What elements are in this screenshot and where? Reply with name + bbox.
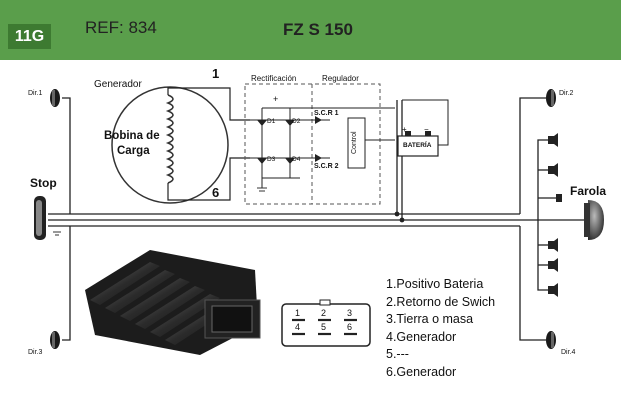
turn-signal-icon bbox=[546, 89, 556, 107]
stop-label: Stop bbox=[30, 176, 57, 190]
wire-number-1: 1 bbox=[212, 66, 220, 81]
rectification-label: Rectificación bbox=[251, 74, 297, 83]
regulator-label: Regulador bbox=[322, 74, 359, 83]
dir3-label: Dir.3 bbox=[28, 349, 43, 356]
plus-sign: + bbox=[273, 94, 279, 104]
connector-diagram bbox=[281, 299, 371, 347]
ground-icon bbox=[53, 187, 267, 236]
diode-d4-label: D4 bbox=[292, 156, 301, 163]
pin-item-3: 3.Tierra o masa bbox=[386, 312, 474, 326]
turn-signal-icon bbox=[50, 89, 60, 107]
scr1-label: S.C.R 1 bbox=[314, 110, 339, 117]
battery-label: BATERÍA bbox=[403, 142, 432, 149]
pin-item-4: 4.Generador bbox=[386, 329, 457, 344]
scr2-label: S.C.R 2 bbox=[314, 163, 339, 170]
control-label: Control bbox=[351, 131, 358, 154]
battery-minus-sign: − bbox=[424, 125, 429, 134]
control-block bbox=[347, 117, 366, 169]
generator bbox=[111, 86, 250, 204]
connector-pin-6: 6 bbox=[347, 322, 353, 332]
dir1-label: Dir.1 bbox=[28, 90, 43, 97]
regulator-unit-image bbox=[85, 250, 261, 355]
diode-d3-label: D3 bbox=[267, 156, 276, 163]
page-tag-badge: 11G bbox=[8, 24, 51, 49]
coil-label-line1: Bobina de bbox=[104, 130, 160, 142]
regulator-box bbox=[244, 83, 395, 205]
reference-number: REF: 834 bbox=[85, 18, 157, 37]
dir2-label: Dir.2 bbox=[559, 90, 574, 97]
battery-icon bbox=[397, 99, 449, 157]
turn-signal-icon bbox=[546, 331, 556, 349]
dash-bulb-icons bbox=[548, 133, 562, 297]
connector-pin-1: 1 bbox=[295, 308, 301, 318]
pin-function-list: 1.Positivo Bateria 2.Retorno de Swich 3.… bbox=[386, 276, 495, 381]
turn-signal-icon bbox=[50, 331, 60, 349]
connector-pin-5: 5 bbox=[321, 322, 327, 332]
model-title: FZ S 150 bbox=[283, 20, 353, 39]
stop-lamp-icon bbox=[34, 196, 46, 240]
pin-item-1: 1.Positivo Bateria bbox=[386, 277, 484, 291]
diode-d2-label: D2 bbox=[292, 118, 301, 125]
diode-d1-label: D1 bbox=[267, 118, 276, 125]
harness-wires bbox=[48, 97, 590, 341]
farola-label: Farola bbox=[570, 184, 607, 198]
dir4-label: Dir.4 bbox=[561, 349, 576, 356]
pin-item-5: 5.--- bbox=[386, 347, 409, 361]
battery-plus-sign: + bbox=[402, 125, 407, 134]
pin-item-6: 6.Generador bbox=[386, 364, 457, 379]
connector-pin-2: 2 bbox=[321, 308, 327, 318]
coil-icon bbox=[165, 94, 174, 184]
connector-pin-4: 4 bbox=[295, 322, 301, 332]
pin-item-2: 2.Retorno de Swich bbox=[386, 294, 496, 309]
wire-number-6: 6 bbox=[212, 185, 220, 200]
headlight-icon bbox=[584, 200, 604, 240]
header-bar: 11G REF: 834 FZ S 150 bbox=[0, 0, 621, 60]
connector-pin-3: 3 bbox=[347, 308, 353, 318]
coil-label-line2: Carga bbox=[117, 145, 150, 157]
generator-label: Generador bbox=[94, 79, 142, 90]
